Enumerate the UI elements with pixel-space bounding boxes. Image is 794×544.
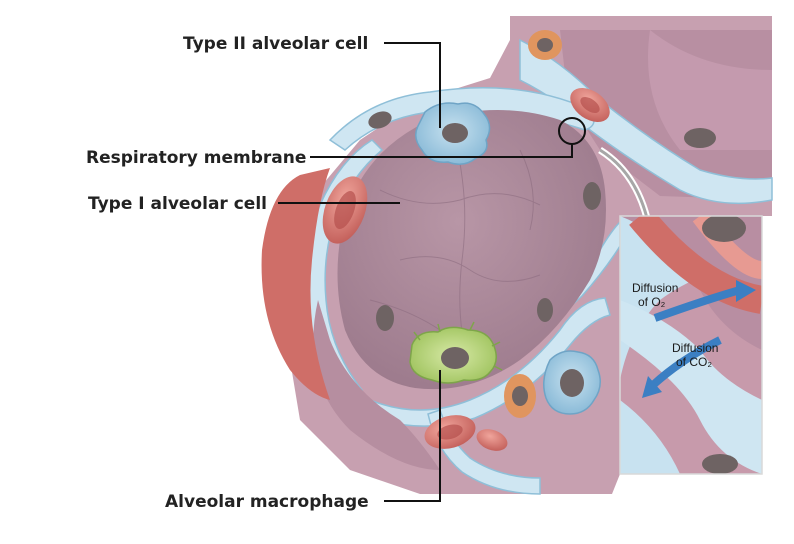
label-type1-alveolar-cell: Type I alveolar cell xyxy=(88,194,267,214)
lower-alveolus xyxy=(313,300,440,470)
red-blood-cells xyxy=(322,87,610,451)
wall-nuclei xyxy=(368,111,716,331)
type2-cell-bottom xyxy=(543,350,601,415)
type2-cell-top xyxy=(415,102,491,165)
label-respiratory-membrane: Respiratory membrane xyxy=(86,148,306,168)
o2-label-line1: Diffusion xyxy=(632,281,678,295)
label-alveolar-macrophage: Alveolar macrophage xyxy=(165,492,369,512)
label-type2-alveolar-cell: Type II alveolar cell xyxy=(183,34,368,54)
interstitial-cells xyxy=(504,30,562,418)
co2-label-line2: of CO₂ xyxy=(676,355,712,369)
leader-type2 xyxy=(384,42,441,128)
alveolus-chamber xyxy=(337,110,606,390)
co2-label-line1: Diffusion xyxy=(672,341,718,355)
leader-lines xyxy=(278,42,573,502)
inset-panel xyxy=(619,215,763,475)
capillary-left xyxy=(261,168,330,400)
macrophage xyxy=(409,321,503,384)
o2-label-line2: of O₂ xyxy=(638,295,666,309)
leader-respiratory xyxy=(310,144,573,158)
leader-macrophage xyxy=(384,370,441,502)
